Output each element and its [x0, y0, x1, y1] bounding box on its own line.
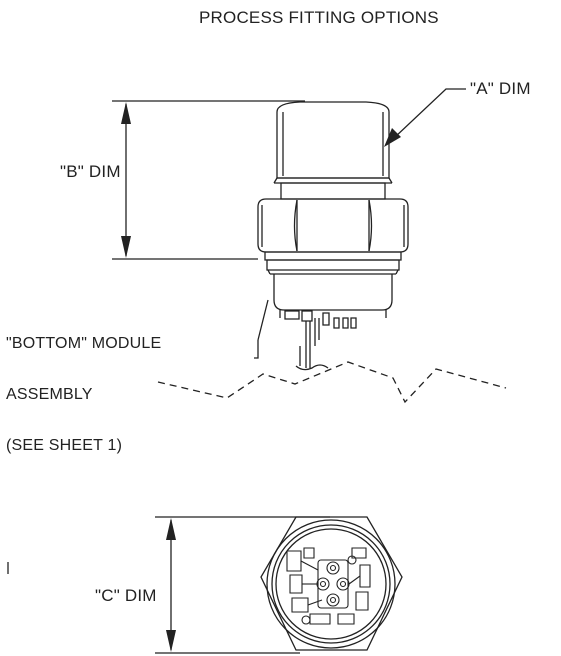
cap-body: [274, 102, 392, 199]
connector-face: [287, 548, 370, 624]
c-dim-label: "C" DIM: [95, 586, 157, 605]
bottom-module-label-line3: (SEE SHEET 1): [6, 437, 123, 454]
b-dim-arrow-top: [121, 102, 131, 124]
bottom-module-leader: [254, 340, 258, 358]
break-line: [158, 362, 506, 402]
b-dim-label: "B" DIM: [60, 162, 121, 181]
bottom-module-body: [274, 274, 392, 318]
b-dim-arrow-bottom: [121, 236, 131, 258]
drawing-title: PROCESS FITTING OPTIONS: [199, 8, 439, 27]
terminal-pins: [285, 311, 356, 370]
hex-nut: [258, 199, 408, 252]
a-dimension-leader: [384, 89, 466, 147]
bottom-module-leader-diag: [258, 300, 268, 340]
hex-end-view: [261, 517, 402, 650]
a-dim-label: "A" DIM: [470, 79, 531, 98]
base-rings: [265, 252, 401, 274]
bottom-module-label-line2: ASSEMBLY: [6, 386, 93, 403]
bottom-module-label: "BOTTOM" MODULE ASSEMBLY (SEE SHEET 1): [6, 301, 161, 488]
b-dimension: [112, 101, 305, 259]
bottom-module-label-line1: "BOTTOM" MODULE: [6, 335, 162, 352]
